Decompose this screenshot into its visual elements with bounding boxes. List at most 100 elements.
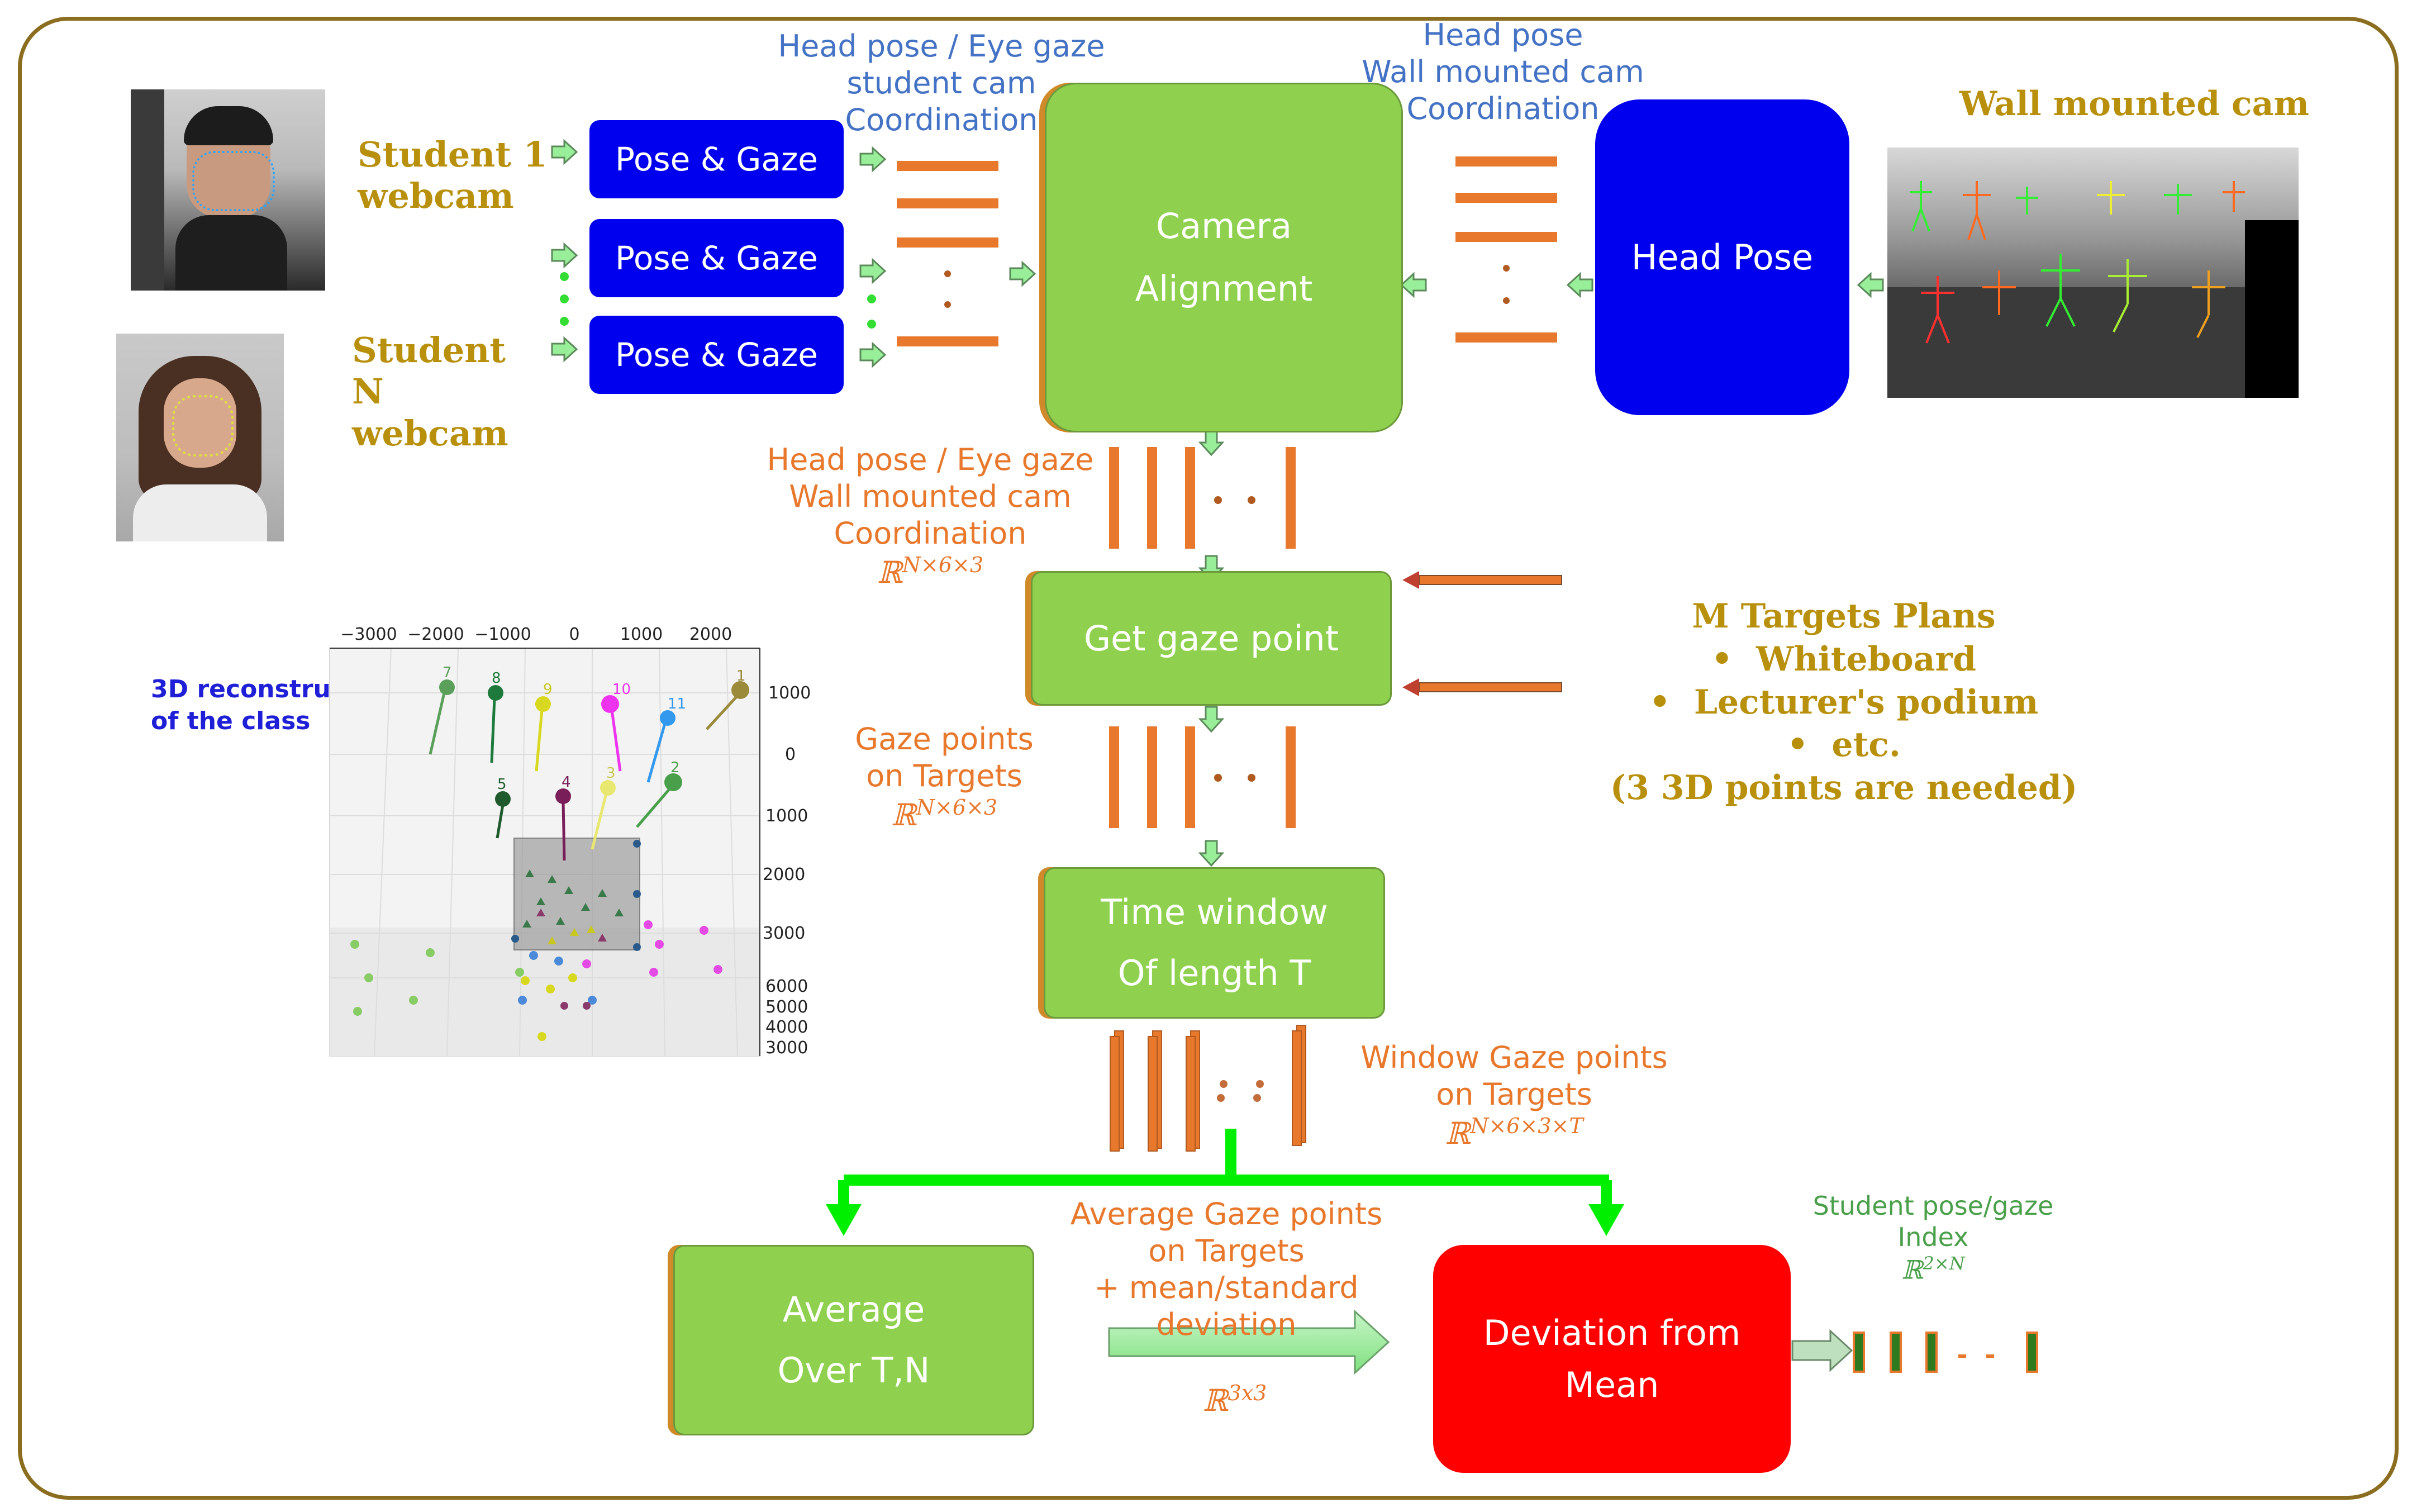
math-space: ℝ (1901, 1254, 1923, 1285)
gaze-pins (429, 692, 739, 861)
pose-gaze-box-2: Pose & Gaze (589, 219, 844, 297)
arrow-bars-to-camalign-r (1400, 272, 1427, 298)
arrow-sn-to-pg3 (551, 336, 578, 363)
math-sup: 3x3 (1228, 1381, 1267, 1405)
head-pose-label: Head Pose (1631, 237, 1814, 278)
math-space: ℝ (1202, 1383, 1228, 1418)
studentN-label-line2: webcam (352, 412, 508, 454)
camera-alignment-box: Camera Alignment (1045, 83, 1403, 432)
label-line: on Targets (866, 758, 1022, 793)
label-line: Head pose / Eye gaze (778, 28, 1105, 64)
math-space: ℝ (1445, 1115, 1471, 1151)
label-math: ℝN×6×3 (754, 552, 1106, 591)
split-arrow (838, 1129, 1612, 1207)
pin-label: 7 (443, 664, 452, 681)
deviation-line: Deviation from (1483, 1313, 1741, 1353)
label-average-space: ℝ3x3 (1162, 1380, 1307, 1419)
pin-label: 1 (736, 668, 746, 684)
student1-webcam-image (131, 89, 325, 291)
x-tick: 1000 (620, 625, 663, 644)
math-sup: N×6×3 (902, 552, 984, 577)
student1-label-line2: webcam (358, 175, 514, 217)
label-line: Coordination (845, 102, 1038, 137)
orange-bars-left (897, 161, 998, 346)
orange-bars-vertical-2 (1109, 726, 1296, 828)
wall-mounted-cam-image (1887, 148, 2299, 398)
math-space: ℝ (891, 797, 916, 833)
target-arrows (1402, 571, 1562, 696)
time-window-line: Time window (1101, 892, 1328, 933)
get-gaze-point-box: Get gaze point (1031, 571, 1392, 706)
reconstruction-3d-plot: −3000 −2000 −1000 0 1000 2000 1000 0 100… (329, 625, 811, 1058)
x-tick: −3000 (340, 625, 397, 644)
label-window-gaze-points: Window Gaze points on Targets ℝN×6×3×T (1341, 1039, 1687, 1152)
block-arrow-deviation-out (1791, 1329, 1853, 1372)
pin-label: 2 (670, 759, 680, 776)
pin-label: 4 (562, 774, 571, 791)
targets-list: M Targets Plans • Whiteboard • Lecturer'… (1564, 595, 2123, 810)
arrow-pg3-to-bars (859, 341, 887, 368)
label-average-gaze-points: Average Gaze points on Targets + mean/st… (1028, 1196, 1425, 1343)
label-line: Average Gaze points (1070, 1196, 1383, 1232)
arrow-wallcam-to-headpose (1857, 272, 1884, 298)
average-box: Average Over T,N (673, 1245, 1034, 1435)
math-space: ℝ (877, 554, 902, 590)
pin-label: 11 (668, 696, 686, 712)
average-line: Average (782, 1289, 925, 1330)
label-line: Wall mounted cam (1362, 54, 1644, 89)
outer-frame (18, 17, 2399, 1500)
z-tick: 4000 (765, 1017, 808, 1037)
gaze-pin-labels: 7 8 9 10 11 1 5 4 3 2 (443, 664, 746, 793)
get-gaze-point-label: Get gaze point (1083, 618, 1339, 659)
label-math: ℝN×6×3 (832, 795, 1056, 834)
z-tick: 6000 (765, 977, 808, 996)
studentN-webcam-image (116, 334, 284, 541)
label-math: ℝ2×N (1799, 1253, 2067, 1285)
targets-title: M Targets Plans (1692, 597, 1996, 636)
split-arrow-left-head (826, 1204, 862, 1236)
label-student-index: Student pose/gaze Index ℝ2×N (1799, 1190, 2067, 1286)
pin-label: 10 (612, 681, 631, 698)
orange-bars-stacked (1110, 1025, 1306, 1152)
small-arrows (551, 139, 1884, 867)
math-sup: 2×N (1923, 1253, 1965, 1275)
time-window-box: Time window Of length T (1044, 867, 1385, 1019)
pin-label: 3 (606, 765, 616, 782)
pose-gaze-box-3: Pose & Gaze (589, 316, 844, 394)
whiteboard-plane (513, 838, 640, 950)
arrow-bars-to-camalign (1009, 260, 1036, 287)
student1-label: Student 1 webcam (358, 134, 548, 217)
pose-gaze-box-1: Pose & Gaze (589, 120, 844, 198)
label-student-cam-coordination: Head pose / Eye gaze student cam Coordin… (765, 28, 1117, 139)
split-arrow-right-head (1588, 1204, 1624, 1236)
arrow-s1-to-pg1 (551, 139, 578, 165)
arrow-pg1-to-bars (859, 146, 887, 173)
targets-item: • Whiteboard (1711, 639, 1977, 679)
block-arrow-average-to-deviation (1108, 1309, 1390, 1375)
label-line: on Targets (1148, 1233, 1305, 1268)
time-window-line: Of length T (1117, 952, 1311, 993)
wall-mounted-cam-title: Wall mounted cam (1959, 84, 2309, 123)
x-tick-labels: −3000 −2000 −1000 0 1000 2000 (340, 625, 732, 644)
deviation-from-mean-box: Deviation from Mean (1433, 1245, 1791, 1473)
orange-bars-vertical-1 (1109, 447, 1296, 549)
pose-gaze-label: Pose & Gaze (615, 336, 818, 374)
arrow-down-gaze2 (1198, 706, 1225, 733)
pin-label: 9 (543, 681, 553, 698)
label-line: Gaze points (855, 721, 1034, 757)
studentN-label: Student N webcam (352, 330, 542, 454)
label-line: Wall mounted cam (789, 478, 1072, 514)
z-tick: 3000 (763, 924, 805, 943)
arrow-pg2-to-bars (859, 258, 887, 284)
z-tick: 1000 (768, 683, 811, 703)
index-vector (1853, 1332, 2038, 1373)
targets-item: • etc. (1787, 725, 1901, 765)
z-tick: 1000 (765, 806, 808, 826)
reconstruction-title-line: of the class (151, 707, 311, 736)
math-sup: N×6×3×T (1470, 1113, 1583, 1138)
webcam-ellipsis-dots (560, 272, 876, 329)
label-line: Coordination (1406, 91, 1600, 126)
camera-alignment-line: Alignment (1135, 268, 1313, 309)
